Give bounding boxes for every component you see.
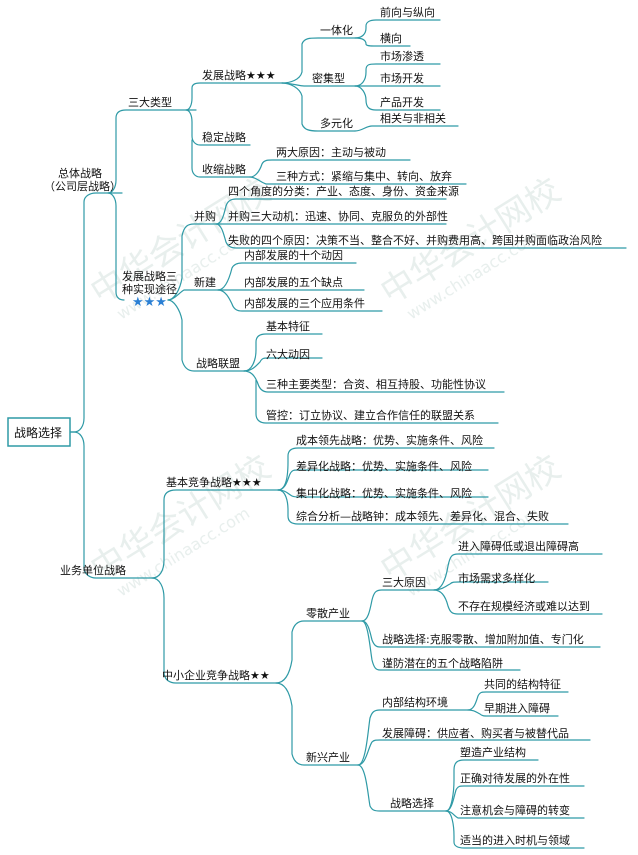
shrink-item: 两大原因：主动与被动 [276,145,386,159]
integration-label: 一体化 [320,23,353,37]
newbuild-item: 内部发展的十个动因 [244,248,343,262]
corp-label-line1: 总体战略 [58,166,102,180]
shrink-item: 三种方式：紧缩与集中、转向、放弃 [276,169,452,183]
choice-item: 适当的进入时机与领域 [460,833,570,847]
integration-item: 前向与纵向 [380,5,435,19]
reasons-item: 进入障碍低或退出障碍高 [458,539,579,553]
dev-strategy-label: 发展战略★★★ [202,68,276,82]
dev-paths-stars: ★★★ [132,295,167,310]
basic-strategy-label: 基本竞争战略★★★ [166,475,262,489]
dev-paths-label-line2: 种实现途径 [122,282,177,296]
alliance-item: 六大动因 [266,347,310,361]
alliance-item: 基本特征 [266,319,310,333]
merger-item: 并购三大动机：迅速、协同、克服负的外部性 [228,209,448,223]
basic-item: 集中化战略：优势、实施条件、风险 [296,486,472,500]
integration-item: 横向 [380,31,402,45]
choice-item: 注意机会与障碍的转变 [460,803,570,817]
root-box [7,417,71,447]
three-types-label: 三大类型 [128,95,172,109]
root-node: 战略选择 [7,417,71,447]
emerging-label: 新兴产业 [306,750,350,764]
reasons-label: 三大原因 [382,575,426,589]
reasons-item: 市场需求多样化 [458,571,535,585]
basic-item: 成本领先战略：优势、实施条件、风险 [296,433,483,447]
basic-item: 差异化战略：优势、实施条件、风险 [296,459,472,473]
connector-lines [69,19,627,849]
merger-item: 失败的四个原因：决策不当、整合不好、并购费用高、跨国并购面临政治风险 [228,233,602,247]
emerging-choice-label: 战略选择 [390,796,434,810]
diversify-label: 多元化 [320,116,353,130]
basic-item: 综合分析—战略钟：成本领先、差异化、混合、失败 [296,509,549,523]
dev-paths-label-line1: 发展战略三 [122,269,177,283]
diversify-item: 相关与非相关 [380,111,446,125]
choice-item: 正确对待发展的外在性 [460,771,570,785]
structure-label: 内部结构环境 [382,695,448,709]
barrier-label: 发展障碍：供应者、购买者与被替代品 [382,726,569,740]
merger-item: 四个角度的分类：产业、态度、身份、资金来源 [228,184,459,198]
alliance-item: 三种主要类型：合资、相互持股、功能性协议 [266,377,486,391]
newbuild-item: 内部发展的三个应用条件 [244,296,365,310]
intensive-item: 产品开发 [380,95,424,109]
fragmented-item: 谨防潜在的五个战略陷阱 [382,656,503,670]
alliance-item: 管控：订立协议、建立合作信任的联盟关系 [266,408,475,422]
newbuild-label: 新建 [194,275,216,289]
fragmented-label: 零散产业 [306,606,350,620]
root-label: 战略选择 [14,425,62,440]
intensive-item: 市场开发 [380,71,424,85]
structure-item: 早期进入障碍 [484,701,550,715]
structure-item: 共同的结构特征 [484,677,561,691]
fragmented-item: 战略选择:克服零散、增加附加值、专门化 [382,632,584,646]
alliance-label: 战略联盟 [196,356,240,370]
corp-branch: 总体战略 （公司层战略） 三大类型 发展战略★★★ 一体化 前向与纵向 横向 密… [44,5,602,422]
stable-strategy-label: 稳定战略 [202,130,246,144]
shrink-strategy-label: 收缩战略 [202,162,246,176]
newbuild-item: 内部发展的五个缺点 [244,275,343,289]
biz-branch: 业务单位战略 基本竞争战略★★★ 成本领先战略：优势、实施条件、风险 差异化战略… [60,433,590,847]
merger-label: 并购 [194,209,216,223]
intensive-label: 密集型 [312,71,345,85]
sme-strategy-label: 中小企业竞争战略★★ [162,668,270,682]
intensive-item: 市场渗透 [380,49,424,63]
biz-label: 业务单位战略 [60,563,126,577]
reasons-item: 不存在规模经济或难以达到 [458,599,590,613]
corp-label-line2: （公司层战略） [44,179,121,193]
choice-item: 塑造产业结构 [460,745,526,759]
